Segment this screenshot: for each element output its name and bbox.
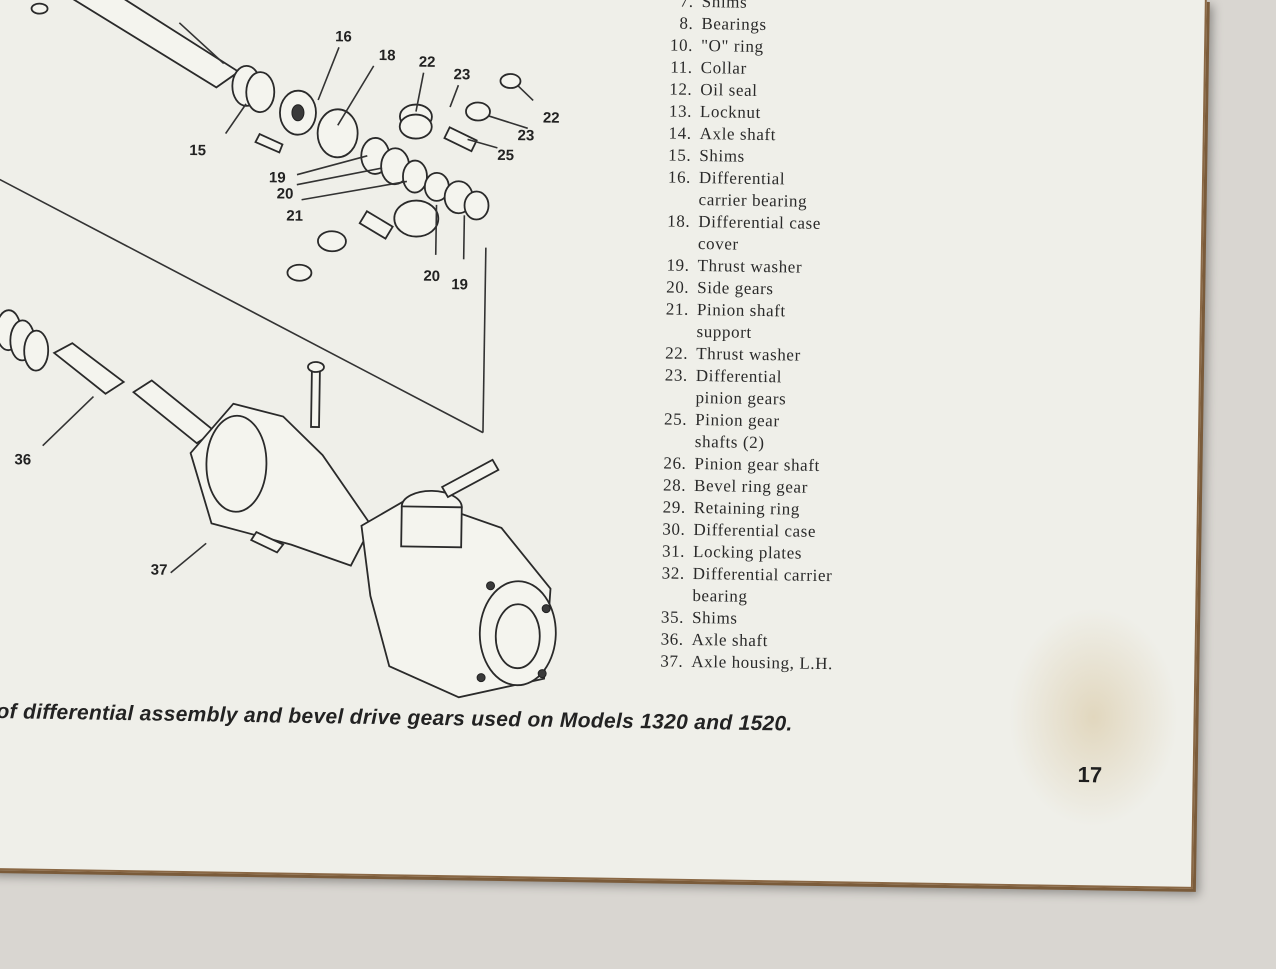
legend-item: 25. Pinion gear shafts (2) xyxy=(651,408,1072,459)
legend-number: 22. xyxy=(665,343,689,363)
legend-item: 18. Differential case cover xyxy=(654,210,1075,261)
legend-text: Collar xyxy=(700,58,747,78)
axle-shaft-lower xyxy=(0,309,217,447)
axle-shaft-upper xyxy=(57,0,241,89)
manual-page: 16 18 22 23 22 23 25 15 19 20 21 20 19 3… xyxy=(0,0,1207,889)
legend-text: Differential carrier bearing xyxy=(692,563,833,606)
legend-text: Bearings xyxy=(701,14,767,35)
legend-text: Bevel ring gear xyxy=(693,475,809,497)
legend-text: Pinion shaft support xyxy=(696,299,786,342)
legend-text: Axle shaft xyxy=(699,124,777,145)
callout-22a: 22 xyxy=(419,54,436,71)
legend-number: 11. xyxy=(670,57,693,77)
legend-text: Pinion gear shaft xyxy=(694,453,821,475)
parts-legend: 7. Shims 8. Bearings 10. "O" ring 11. Collar 12.… xyxy=(647,0,1078,679)
legend-text: Axle shaft xyxy=(691,629,769,651)
callout-18: 18 xyxy=(379,47,396,64)
bearing-group-15-16 xyxy=(231,64,359,159)
callout-23a: 23 xyxy=(453,66,470,83)
legend-number: 19. xyxy=(666,255,690,275)
legend-number: 23. xyxy=(664,365,689,385)
callout-20a: 20 xyxy=(277,185,294,202)
callout-16: 16 xyxy=(335,28,352,45)
legend-text: Thrust washer xyxy=(696,343,801,365)
legend-number: 29. xyxy=(662,497,686,517)
legend-text: Shims xyxy=(699,146,746,166)
legend-text: Shims xyxy=(701,0,748,12)
legend-item: 32. Differential carrier bearing xyxy=(648,562,1069,613)
legend-item: 16. Differential carrier bearing xyxy=(654,166,1075,217)
legend-number: 35. xyxy=(660,607,685,627)
callout-20b: 20 xyxy=(423,268,440,285)
callout-19a: 19 xyxy=(269,169,286,186)
legend-number: 14. xyxy=(668,123,692,143)
legend-text: Differential carrier bearing xyxy=(698,168,808,211)
legend-number: 26. xyxy=(663,453,687,473)
legend-number: 7. xyxy=(679,0,694,11)
axle-housing xyxy=(170,361,373,574)
callout-37: 37 xyxy=(151,561,168,578)
legend-number: 21. xyxy=(665,299,690,319)
legend-number: 30. xyxy=(662,519,686,539)
legend-text: Locknut xyxy=(699,102,762,122)
legend-text: Thrust washer xyxy=(697,255,803,277)
small-washer-top xyxy=(30,2,49,15)
legend-text: "O" ring xyxy=(700,36,764,57)
frame-line-1 xyxy=(0,177,484,434)
legend-number: 36. xyxy=(660,629,684,649)
legend-number: 8. xyxy=(679,13,694,33)
legend-text: Retaining ring xyxy=(693,497,801,519)
callout-23b: 23 xyxy=(517,127,534,144)
legend-text: Differential case xyxy=(693,519,817,541)
legend-number: 15. xyxy=(668,145,692,165)
legend-number: 13. xyxy=(668,101,693,121)
legend-item: 23. Differential pinion gears xyxy=(651,364,1072,415)
legend-number: 18. xyxy=(667,211,691,231)
legend-text: Oil seal xyxy=(700,80,758,100)
callout-19b: 19 xyxy=(451,276,468,293)
legend-text: Side gears xyxy=(697,277,774,299)
legend-number: 25. xyxy=(663,409,688,429)
callout-25: 25 xyxy=(497,147,514,164)
legend-text: Shims xyxy=(691,607,738,628)
legend-text: Differential case cover xyxy=(697,211,822,254)
leader-lines-upper xyxy=(224,47,534,260)
page-number: 17 xyxy=(1077,762,1103,788)
callout-21: 21 xyxy=(286,208,303,225)
legend-number: 31. xyxy=(661,541,686,561)
frame-line-2 xyxy=(482,247,487,433)
legend-text: Axle housing, L.H. xyxy=(691,651,834,674)
legend-number: 12. xyxy=(669,79,693,99)
legend-text: Differential pinion gears xyxy=(695,365,787,409)
callout-22b: 22 xyxy=(543,110,560,127)
callout-15: 15 xyxy=(189,142,206,159)
callout-36: 36 xyxy=(14,451,31,468)
legend-number: 28. xyxy=(662,475,687,495)
exploded-diagram: 16 18 22 23 22 23 25 15 19 20 21 20 19 3… xyxy=(0,0,560,699)
pinion-gear-group xyxy=(254,73,522,282)
legend-number: 37. xyxy=(660,651,684,671)
legend-number: 20. xyxy=(666,277,690,297)
legend-item: 21. Pinion shaft support xyxy=(652,298,1073,349)
legend-number: 32. xyxy=(661,563,685,583)
legend-text: Pinion gear shafts (2) xyxy=(694,409,780,453)
legend-number: 10. xyxy=(669,35,694,55)
legend-number: 16. xyxy=(667,167,692,187)
legend-text: Locking plates xyxy=(692,541,803,563)
differential-carrier xyxy=(360,458,557,699)
